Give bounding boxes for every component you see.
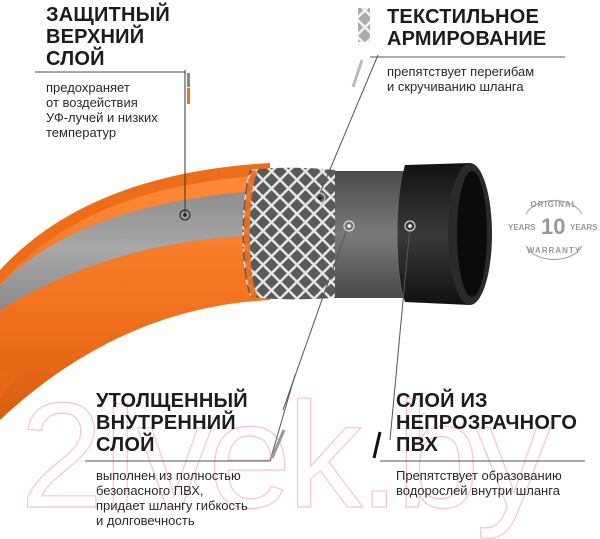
badge-right-text: YEARS: [570, 223, 598, 232]
warranty-badge: ORIGINAL YEARS 10 YEARS WARRANTY: [508, 190, 600, 270]
badge-bottom-text: WARRANTY: [526, 246, 582, 255]
gear-badge-icon: [525, 200, 583, 260]
textile-mesh-icon: [358, 8, 370, 42]
protective-layer-description: предохраняет от воздействия УФ-лучей и н…: [46, 80, 158, 140]
inner-layer-heading: УТОЛЩЕННЫЙ ВНУТРЕННИЙ СЛОЙ: [96, 390, 248, 456]
inner-layer-description: выполнен из полностью безопасного ПВХ, п…: [96, 468, 248, 528]
protective-layer-heading: ЗАЩИТНЫЙ ВЕРХНИЙ СЛОЙ: [46, 4, 170, 70]
textile-reinforcement-description: препятствует перегибам и скручиванию шла…: [387, 64, 535, 94]
textile-reinforcement-heading: ТЕКСТИЛЬНОЕ АРМИРОВАНИЕ: [387, 6, 547, 50]
badge-top-text: ORIGINAL: [530, 200, 578, 209]
badge-left-text: YEARS: [508, 223, 536, 232]
opaque-pvc-heading: СЛОЙ ИЗ НЕПРОЗРАЧНОГО ПВХ: [396, 390, 578, 456]
hose-illustration: [0, 8, 585, 462]
opaque-pvc-description: Препятствует образованию водорослей внут…: [396, 468, 562, 498]
badge-number: 10: [541, 214, 566, 239]
